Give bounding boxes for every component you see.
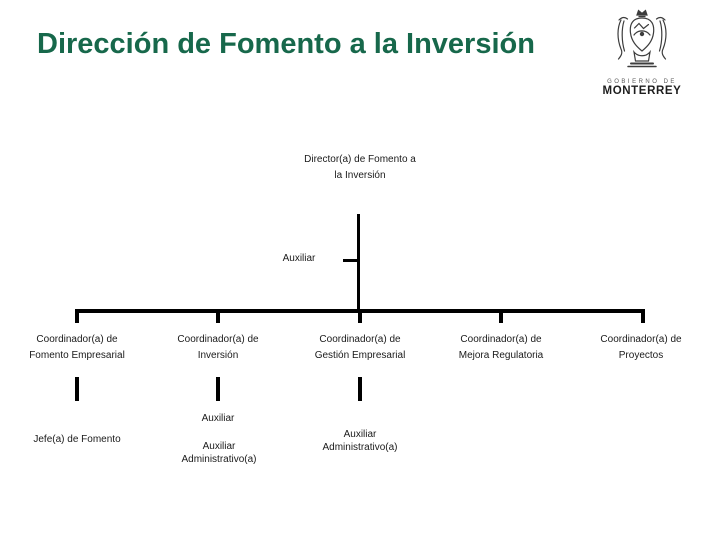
connector-report-vertical-3 — [358, 377, 362, 401]
org-node-coordinador-inversion: Coordinador(a) de Inversión — [177, 334, 259, 361]
page-title: Dirección de Fomento a la Inversión — [37, 28, 535, 60]
connector-tick-coordinator-3 — [358, 309, 362, 323]
connector-staff-horizontal — [343, 259, 360, 262]
monterrey-seal-icon — [617, 9, 667, 68]
org-node-jefe-fomento: Jefe(a) de Fomento — [33, 434, 121, 445]
org-node-coordinador-proyectos: Coordinador(a) de Proyectos — [600, 334, 682, 361]
monterrey-logo: GOBIERNO DE MONTERREY — [597, 8, 687, 97]
org-node-coordinador-fomento-empresarial: Coordinador(a) de Fomento Empresarial — [29, 334, 125, 361]
connector-tick-coordinator-1 — [75, 309, 79, 323]
org-node-coordinador-gestion-empresarial: Coordinador(a) de Gestión Empresarial — [314, 334, 406, 361]
org-node-auxiliar-administrativo-inversion: Auxiliar Administrativo(a) — [181, 441, 257, 465]
connector-tick-coordinator-4 — [499, 309, 503, 323]
org-node-auxiliar-administrativo-gestion: Auxiliar Administrativo(a) — [322, 429, 398, 453]
connector-tick-coordinator-5 — [641, 309, 645, 323]
org-node-auxiliar-inversion: Auxiliar — [201, 413, 235, 424]
connector-tick-coordinator-2 — [216, 309, 220, 323]
org-node-coordinador-mejora-regulatoria: Coordinador(a) de Mejora Regulatoria — [458, 334, 544, 361]
connector-report-vertical-2 — [216, 377, 220, 401]
logo-caption-gobierno: GOBIERNO DE — [607, 79, 677, 85]
connector-director-vertical — [357, 214, 360, 313]
logo-caption-monterrey: MONTERREY — [602, 85, 682, 97]
org-node-director: Director(a) de Fomento a la Inversión — [304, 154, 416, 181]
org-node-auxiliar-staff: Auxiliar — [282, 253, 316, 264]
connector-report-vertical-1 — [75, 377, 79, 401]
